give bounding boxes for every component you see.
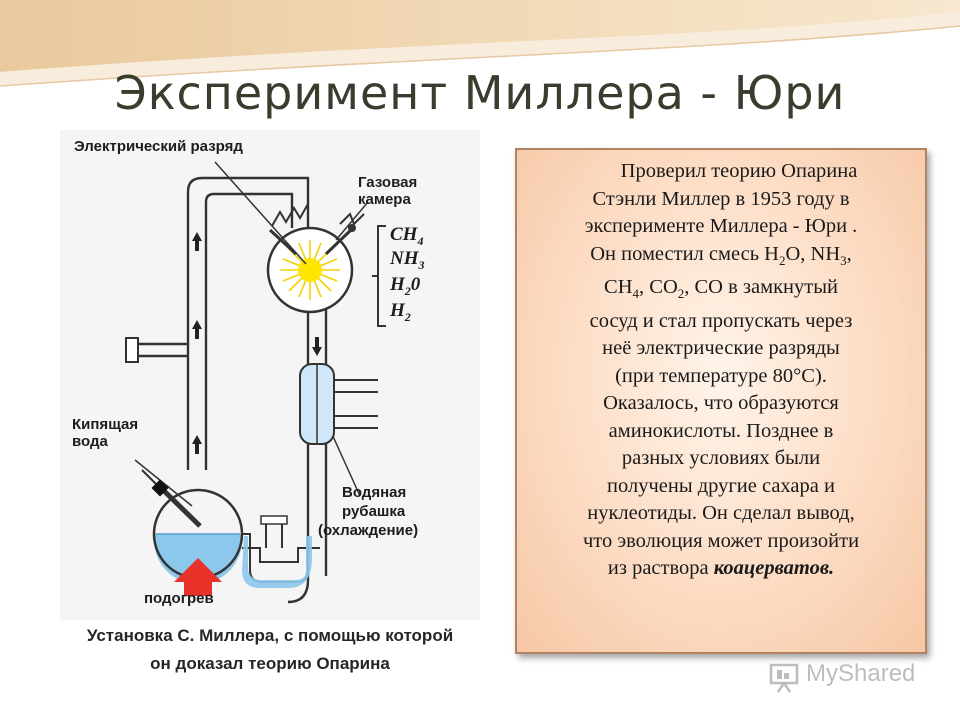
electrode-icon bbox=[268, 203, 365, 256]
text-line-14: что эволюция может произойти bbox=[582, 529, 860, 552]
caption-line-1: Установка С. Миллера, с помощью которой bbox=[86, 626, 454, 645]
flow-arrows bbox=[192, 232, 322, 454]
label-gas-chamber-line1: Газовая bbox=[358, 174, 418, 191]
label-water-jacket-line3: (охлаждение) bbox=[318, 522, 419, 539]
label-gas-chamber-line2: камера bbox=[358, 191, 411, 208]
text-line-3: эксперименте Миллера - Юри . bbox=[584, 215, 858, 237]
gas-formula-1: CH4 bbox=[390, 224, 424, 248]
text-line-5: СН4, СО2, СО в замкнутый bbox=[604, 276, 838, 302]
text-line-12: получены другие сахара и bbox=[607, 474, 835, 497]
gas-formula-3: H20 bbox=[390, 274, 421, 298]
gas-formula-2: NH3 bbox=[390, 248, 425, 272]
label-heating: подогрев bbox=[144, 590, 214, 607]
heat-arrow-icon bbox=[174, 558, 222, 596]
description-text-box: Проверил теорию Опарина Стэнли Миллер в … bbox=[515, 148, 927, 654]
label-water-jacket-line2: рубашка bbox=[342, 503, 406, 520]
watermark-text: MyShared bbox=[806, 660, 916, 687]
label-boiling-water-line1: Кипящая bbox=[72, 416, 139, 433]
watermark: MyShared bbox=[768, 656, 938, 696]
text-line-9: Оказалось, что образуются bbox=[603, 392, 839, 415]
text-line-7: неё электрические разряды bbox=[602, 337, 840, 360]
text-line-11: разных условиях были bbox=[621, 447, 821, 470]
text-line-15: из раствора коацерватов. bbox=[607, 557, 835, 580]
text-line-10: аминокислоты. Позднее в bbox=[608, 419, 834, 442]
text-line-2: Стэнли Миллер в 1953 году в bbox=[592, 187, 850, 210]
slide-title: Эксперимент Миллера - Юри bbox=[114, 66, 846, 120]
apparatus-drawing bbox=[125, 161, 386, 604]
presentation-icon bbox=[769, 663, 799, 693]
water-jacket bbox=[299, 363, 378, 445]
label-water-jacket-line1: Водяная bbox=[342, 484, 407, 501]
caption-line-2: он доказал теорию Опарина bbox=[150, 654, 390, 673]
header-decoration bbox=[0, 0, 960, 87]
text-line-13: нуклеотиды. Он сделал вывод, bbox=[587, 502, 855, 525]
text-line-8: (при температуре 80°С). bbox=[615, 364, 827, 387]
gas-formula-4: H2 bbox=[390, 300, 411, 324]
diagram-caption: Установка С. Миллера, с помощью которой … bbox=[30, 622, 510, 678]
miller-apparatus-diagram: Электрический разряд Газовая камера CH4 … bbox=[60, 130, 480, 620]
spark-icon bbox=[280, 240, 340, 300]
valve-icon bbox=[125, 337, 139, 363]
u-trap bbox=[242, 515, 320, 588]
text-line-6: сосуд и стал пропускать через bbox=[589, 309, 853, 332]
keyword-coacervates: коацерватов. bbox=[713, 557, 835, 580]
gas-bracket bbox=[372, 225, 386, 327]
label-electric-discharge: Электрический разряд bbox=[74, 138, 243, 155]
text-line-4: Он поместил смесь Н2О, NH3, bbox=[590, 242, 852, 268]
label-boiling-water-line2: вода bbox=[72, 433, 108, 450]
text-line-1: Проверил теорию Опарина bbox=[620, 160, 858, 182]
